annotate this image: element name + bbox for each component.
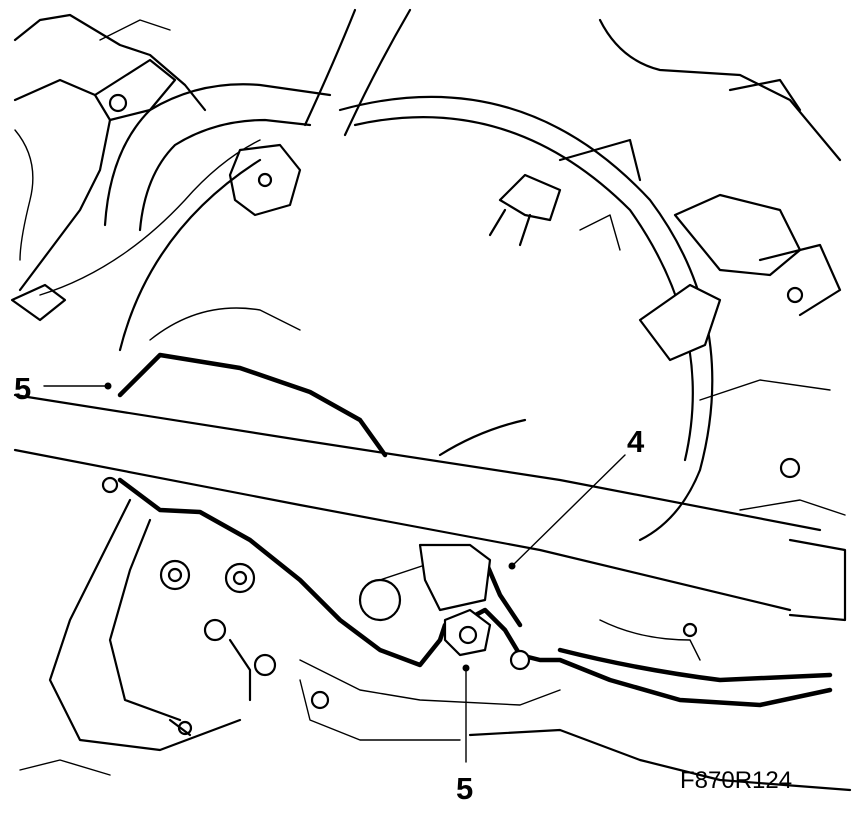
bar-bolt-icon bbox=[101, 476, 119, 494]
lower-washer-icon bbox=[253, 653, 277, 677]
leader-5-bottom-dot bbox=[462, 664, 470, 672]
mount-bolt-icon bbox=[786, 286, 804, 304]
shield-nut-icon bbox=[509, 649, 531, 671]
figure-code: F870R124 bbox=[680, 767, 792, 794]
upper-left-bracket bbox=[10, 13, 207, 322]
lower-bolt-left-icon bbox=[159, 559, 191, 591]
lower-bolt-center-icon bbox=[203, 618, 227, 642]
round-housing bbox=[118, 95, 714, 542]
shield-bracket bbox=[418, 543, 531, 671]
coolant-hose bbox=[39, 83, 332, 296]
callout-4: 4 bbox=[627, 424, 645, 459]
crossmember-bar bbox=[13, 393, 847, 622]
right-connector bbox=[598, 18, 846, 516]
callout-5-left: 5 bbox=[14, 371, 31, 406]
support-strut bbox=[228, 8, 412, 217]
band-clamp bbox=[488, 173, 562, 247]
clamp-bolt-icon bbox=[257, 172, 273, 188]
callout-5-bottom: 5 bbox=[456, 771, 473, 806]
leader-4 bbox=[511, 454, 626, 567]
lower-structure bbox=[19, 622, 852, 792]
bolt-hole-icon bbox=[108, 93, 128, 113]
hex-bolt-icon bbox=[779, 457, 801, 479]
leader-4-dot bbox=[508, 562, 516, 570]
leader-lines bbox=[43, 382, 626, 763]
lower-bolt-right-icon bbox=[224, 562, 256, 594]
lower-mount bbox=[48, 498, 701, 752]
shield-bolt-icon bbox=[458, 625, 478, 645]
leader-5-left-dot bbox=[104, 382, 112, 390]
